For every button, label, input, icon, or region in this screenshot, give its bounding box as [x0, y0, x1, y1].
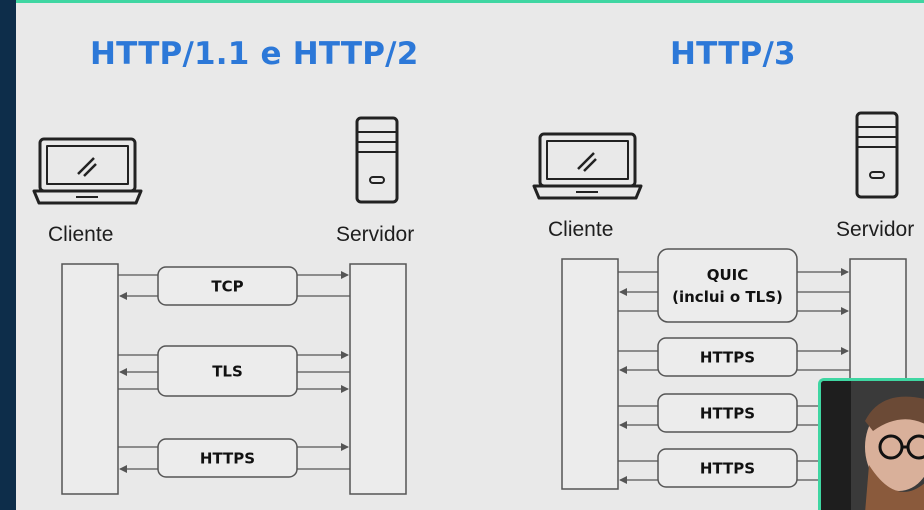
- layer-box-tcp: TCP: [157, 266, 298, 306]
- right-client-column: [561, 258, 619, 490]
- layer-box-https: HTTPS: [157, 438, 298, 478]
- presenter-webcam-overlay: [818, 378, 924, 510]
- left-server-column: [349, 263, 407, 495]
- layer-label: HTTPS: [700, 349, 755, 367]
- left-sidebar-bar: [0, 0, 16, 510]
- layer-label: TCP: [211, 278, 243, 296]
- left-title: HTTP/1.1 e HTTP/2: [90, 36, 419, 72]
- layer-box-https: HTTPS: [657, 393, 798, 433]
- layer-label: TLS: [212, 363, 243, 381]
- layer-label: HTTPS: [200, 450, 255, 468]
- layer-box-tls: TLS: [157, 345, 298, 397]
- server-icon: [355, 116, 399, 204]
- server-icon: [855, 111, 899, 199]
- layer-box-https: HTTPS: [657, 448, 798, 488]
- left-server-label: Servidor: [336, 223, 415, 246]
- left-client-column: [61, 263, 119, 495]
- layer-sublabel: (inclui o TLS): [672, 288, 783, 306]
- layer-label: HTTPS: [700, 405, 755, 423]
- layer-label: HTTPS: [700, 460, 755, 478]
- layer-label: QUIC: [707, 266, 749, 284]
- left-client-label: Cliente: [48, 223, 114, 246]
- right-client-label: Cliente: [548, 218, 614, 241]
- presenter-face-image: [821, 381, 924, 510]
- right-server-label: Servidor: [836, 218, 915, 241]
- layer-box-quic: QUIC (inclui o TLS): [657, 248, 798, 323]
- top-accent-border: [0, 0, 924, 3]
- right-title: HTTP/3: [670, 36, 796, 72]
- laptop-icon: [532, 132, 643, 200]
- laptop-icon: [32, 137, 143, 205]
- layer-box-https: HTTPS: [657, 337, 798, 377]
